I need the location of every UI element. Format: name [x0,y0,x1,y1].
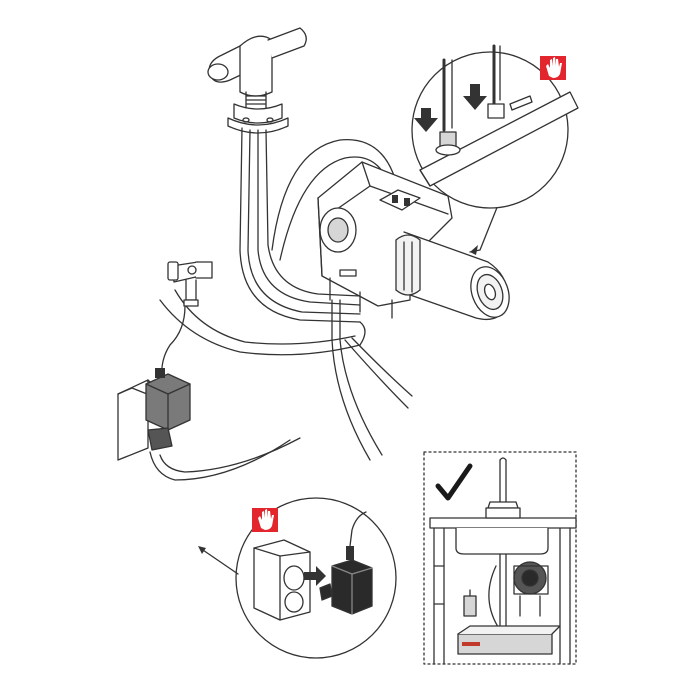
arrow-right-icon [304,566,326,586]
arrow-down-icon [414,108,438,132]
arrow-down-icon [463,84,487,110]
power-cable [161,305,186,381]
checkmark-icon [435,463,473,501]
hand-stop-warning-icon [540,56,566,80]
faucet-hoses [239,127,401,323]
callout-leader [469,204,499,253]
pump-unit [317,161,510,321]
hand-stop-warning-icon [252,508,278,532]
faucet [207,27,307,134]
drain-hoses [159,289,413,461]
plug-callout-leader [199,547,239,575]
angle-valve [167,261,213,307]
installed-overview-panel [423,451,577,665]
power-supply-outlet [117,368,301,481]
connector-detail-callout [411,44,579,209]
